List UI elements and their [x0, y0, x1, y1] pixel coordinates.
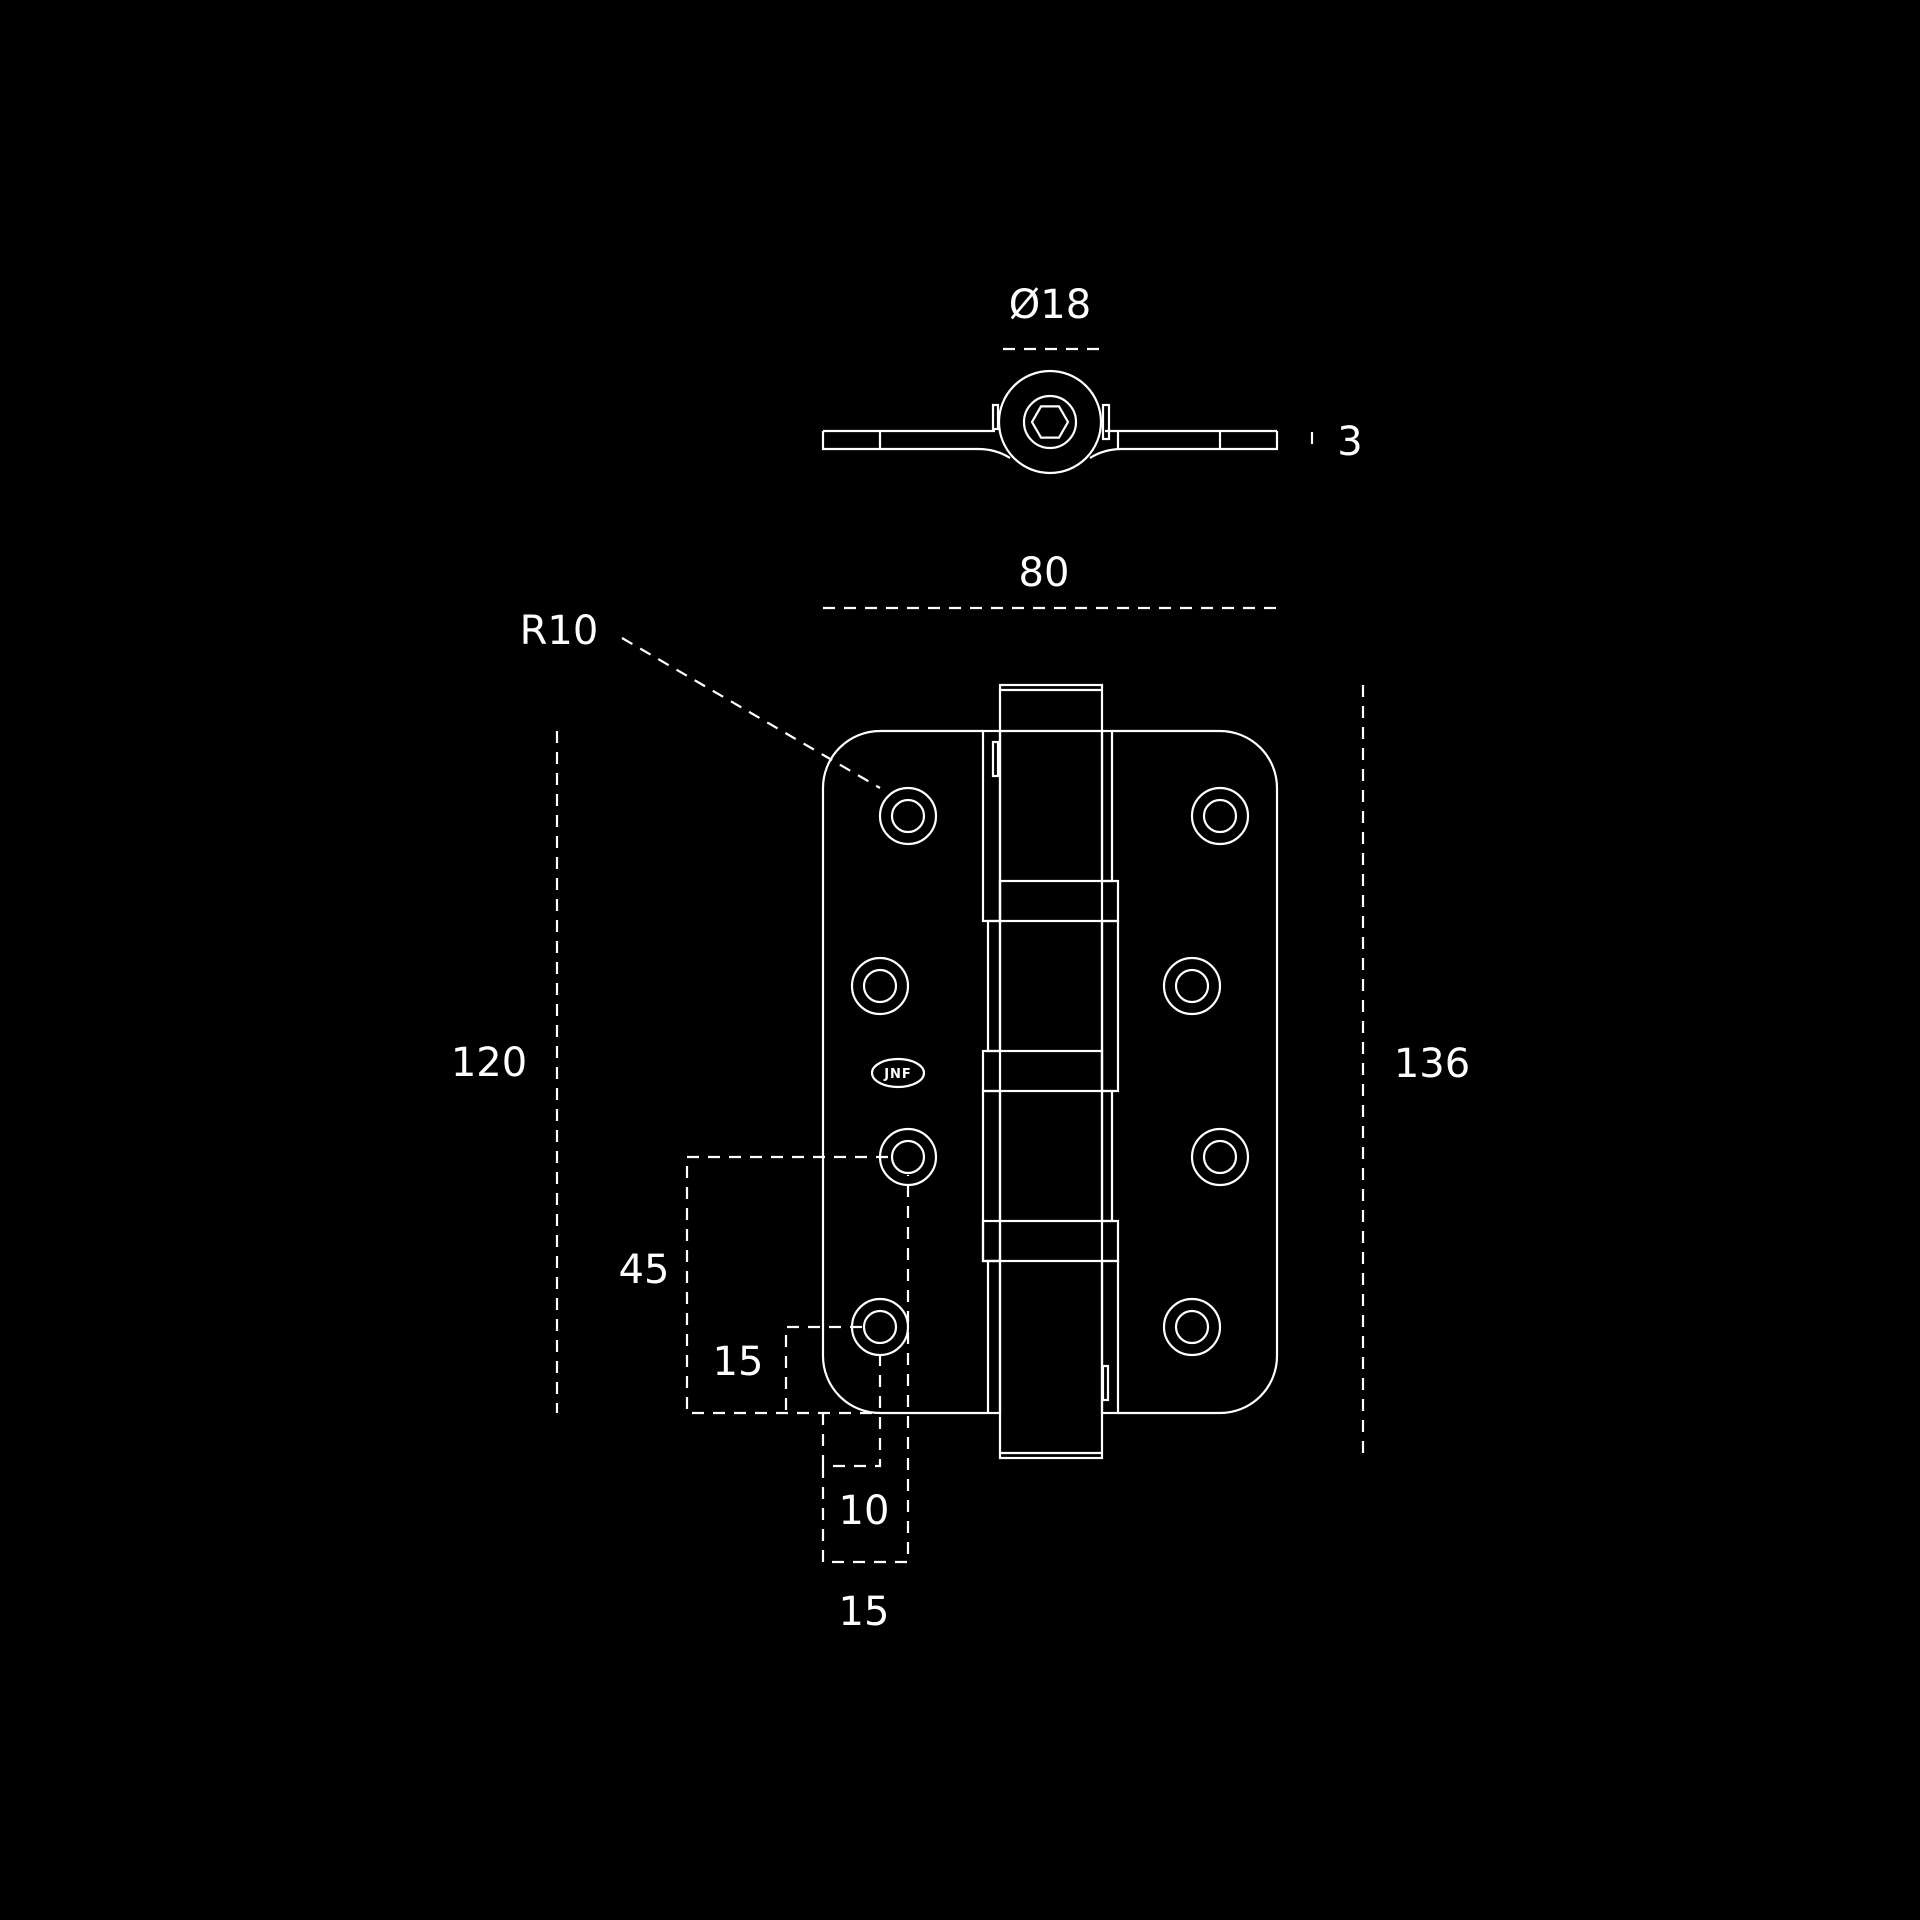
- dim-box-hole-offset-vertical: [784, 1325, 862, 1413]
- hinge-top-view: [821, 369, 1279, 475]
- knuckle-right-2: [1100, 919, 1120, 1093]
- dim-leader-radius: [621, 637, 881, 789]
- screw-hole: [1190, 786, 1250, 846]
- dim-box-hole-offset-horizontal: [821, 1175, 910, 1564]
- screw-hole: [878, 1127, 938, 1187]
- screw-hole: [850, 956, 910, 1016]
- right-leaf: [1112, 729, 1279, 1415]
- left-leaf: [821, 729, 988, 1415]
- dimension-lines: [555, 347, 1365, 1564]
- knuckle-right-4: [1100, 1259, 1120, 1415]
- top-view-stop-right: [1101, 403, 1111, 441]
- hinge-front-view: JNF: [821, 683, 1279, 1460]
- label-total-width: 80: [1019, 550, 1070, 596]
- screw-hole-inner: [1202, 798, 1238, 834]
- top-view-knuckle: [997, 369, 1103, 475]
- label-hole-spacing: 45: [619, 1247, 670, 1293]
- screw-hole-inner: [862, 1309, 898, 1345]
- screw-hole-inner: [1202, 1139, 1238, 1175]
- knuckle-band-3: [981, 1219, 1120, 1263]
- top-view-pin: [1022, 394, 1078, 450]
- knuckle-right-3: [1100, 1089, 1114, 1223]
- screw-hole: [1190, 1127, 1250, 1187]
- knuckle-left-4: [986, 1259, 1002, 1415]
- top-view-stop-left: [991, 403, 1000, 431]
- top-view-left-leaf: [821, 429, 1011, 459]
- dim-box-hole-offset-small: [821, 1345, 882, 1468]
- knuckle-band-2: [981, 1049, 1104, 1093]
- logo-ellipse: [870, 1057, 926, 1089]
- screw-hole: [878, 786, 938, 846]
- label-corner-radius: R10: [520, 608, 599, 654]
- knuckle-left-2: [986, 919, 1002, 1053]
- label-leaf-thickness: 3: [1337, 419, 1362, 465]
- screw-hole-inner: [890, 798, 926, 834]
- screw-hole-inner: [890, 1139, 926, 1175]
- screw-hole-inner: [1174, 968, 1210, 1004]
- knuckle-left-3: [981, 1089, 1002, 1263]
- label-hole-offset-vertical: 15: [713, 1339, 764, 1385]
- screw-hole-inner: [1174, 1309, 1210, 1345]
- label-hole-offset-small: 10: [839, 1488, 890, 1534]
- knuckle-band-1: [998, 879, 1120, 923]
- dimension-labels: Ø18 3 80 R10 120 136 45 15 10 15: [451, 282, 1470, 1635]
- screw-hole: [1162, 956, 1222, 1016]
- dim-box-hole-spacing: [685, 1155, 888, 1415]
- label-pin-diameter: Ø18: [1009, 282, 1091, 328]
- stop-tab-bottom: [1101, 1364, 1110, 1402]
- screw-hole-inner: [862, 968, 898, 1004]
- hinge-pin-barrel: [998, 683, 1104, 1460]
- screw-holes-right: [1162, 786, 1250, 1357]
- label-hole-offset-horizontal: 15: [839, 1589, 890, 1635]
- knuckle-right-1: [1100, 729, 1114, 883]
- label-leaf-height: 120: [451, 1040, 527, 1086]
- top-view-right-leaf: [1089, 429, 1279, 459]
- hex-socket-icon: [1030, 405, 1070, 439]
- screw-hole: [1162, 1297, 1222, 1357]
- logo-text: JNF: [883, 1067, 912, 1082]
- jnf-logo: JNF: [870, 1057, 926, 1089]
- stop-tab-top: [991, 740, 1000, 778]
- label-overall-height: 136: [1394, 1041, 1470, 1087]
